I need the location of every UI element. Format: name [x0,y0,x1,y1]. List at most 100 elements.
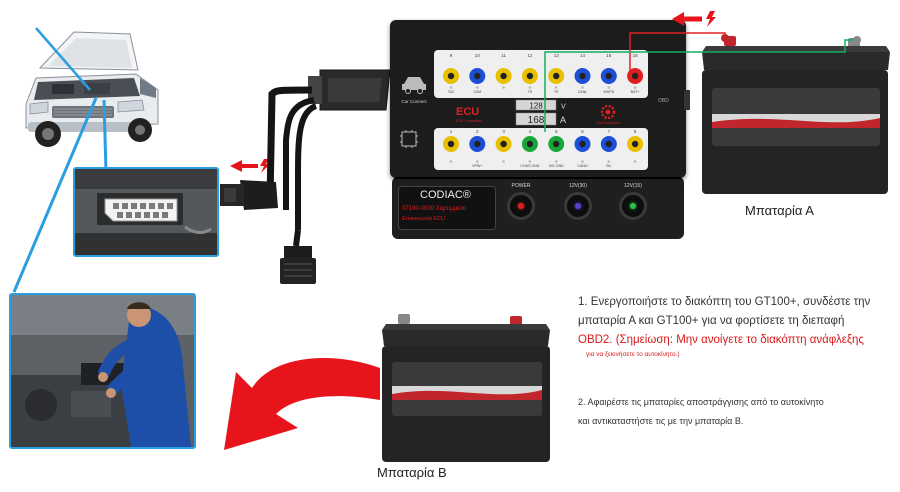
bottom-pin-led [449,160,453,163]
top-pin-name: TE [554,90,559,94]
current-value: 168 [528,115,545,126]
top-pin-hole [553,72,560,80]
lightning-bolt-icon [260,159,270,173]
bottom-pin-led [476,160,479,163]
top-pin-number: 16 [633,53,639,58]
bottom-pin-number: 1 [450,129,453,134]
top-pin-number: 9 [450,53,453,58]
bottom-pin-number: 7 [608,129,611,134]
device-panel: Car Connect ECU ECU Connection 128 V 168… [400,50,690,170]
car-icon [402,77,426,94]
bottom-pin-number: 3 [502,129,505,134]
step1-warning-sub: για να ξεκινήσετε το αυτοκίνητο.) [586,351,680,358]
bottom-pin-led [607,160,611,163]
top-pin-led [476,86,479,89]
top-pin-led [633,86,637,89]
switch-label: 12V(30) [569,183,587,189]
step2-text: 2. Αφαιρέστε τις μπαταρίες αποστράγγισης… [578,393,888,431]
voltage-display [515,99,557,111]
ecu-sub-label: ECU Connection [456,119,482,123]
step1-warning: OBD2. (Σημείωση: Μην ανοίγετε το διακόπτ… [578,334,864,346]
top-pin-name: CANL [578,90,588,94]
bottom-pin-hole [447,140,455,148]
current-display [515,112,557,126]
step1-line2: μπαταρία Α και GT100+ για να φορτίσετε τ… [578,315,845,327]
top-pin-hole [474,72,481,80]
left-arrow-icon [230,159,270,173]
bottom-pin-hole [553,140,560,148]
switch-button[interactable] [507,192,535,220]
bottom-pin-hole [500,140,507,148]
line-to-obd-closeup [102,99,108,173]
line-to-car-top [35,27,91,91]
lcd-panel [398,186,496,230]
top-pin-name: BAT+ [631,90,640,94]
step1-text: 1. Ενεργοποιήστε το διακόπτη του GT100+,… [578,293,888,360]
ecu-chip-icon [400,130,418,148]
battery-b [382,314,550,462]
bottom-pin-name: SIL [606,164,611,168]
top-pin-name: WSPD [603,90,614,94]
top-pin-hole [447,72,455,80]
step2-line2: και αντικαταστήστε τις με την μπαταρία Β… [578,416,744,426]
top-pin-name: OJM [474,90,482,94]
top-pin-number: 12 [527,53,533,58]
switch-led [575,203,581,209]
bottom-pin-name: SIG GND [549,164,565,168]
bottom-pin-strip [434,128,648,170]
bottom-pin-hole [526,140,534,148]
car-illustration [25,31,159,147]
battery-a [702,36,890,194]
gear-icon [600,104,616,120]
step1-line1: 1. Ενεργοποιήστε το διακόπτη του GT100+,… [578,296,871,308]
bottom-pin-number: 2 [476,129,479,134]
battery-a-label: Μπαταρία Α [745,203,814,218]
top-pin-led [449,86,453,89]
switch-button[interactable] [619,192,647,220]
obd-port-closeup [73,167,219,257]
cables [220,69,391,284]
top-pin-led [554,86,558,89]
bottom-pin-led [554,160,558,163]
bottom-pin-hole [605,140,612,148]
bottom-pin-name: CHAS GND [520,164,539,168]
lcd-line2: Επικοινωνία ECU [402,216,445,222]
bottom-pin-led [633,160,637,163]
top-pin-led [581,86,584,89]
switch-button[interactable] [564,192,592,220]
bottom-pin-number: 8 [634,129,637,134]
top-pin-strip [434,50,648,98]
green-wire [544,39,855,132]
voltage-value: 128 [529,102,543,111]
bottom-pin-hole [631,140,639,148]
top-pin-number: 14 [580,53,586,58]
top-pin-led [502,86,505,89]
voltage-unit: V [561,104,566,111]
top-pin-number: 13 [554,53,560,58]
brand-label: CODIAC® [420,189,471,201]
top-pin-number: 15 [606,53,612,58]
red-wire [629,32,726,76]
switch-label: 12V(15) [624,183,642,189]
bottom-pin-name: VPW+ [472,164,482,168]
top-pin-hole [631,72,639,80]
bottom-pin-hole [474,140,481,148]
replace-battery-arrow [224,357,380,450]
bottom-pin-name: CANH [577,164,588,168]
car-connect-label: Car Connect [401,99,427,104]
battery-b-label: Μπαταρία Β [377,465,447,480]
left-arrow-icon [672,11,716,27]
bottom-pin-number: 6 [581,129,584,134]
top-pin-led [607,86,611,89]
top-pin-hole [500,72,507,80]
top-pin-name: TAC [448,90,455,94]
bottom-pin-number: 4 [529,129,532,134]
line-to-mechanic-photo [12,97,98,293]
bottom-pin-led [502,160,505,163]
lightning-bolt-icon [706,11,716,27]
mechanic-photo [9,293,196,449]
top-pin-led [528,86,532,89]
top-pin-number: 10 [475,53,481,58]
